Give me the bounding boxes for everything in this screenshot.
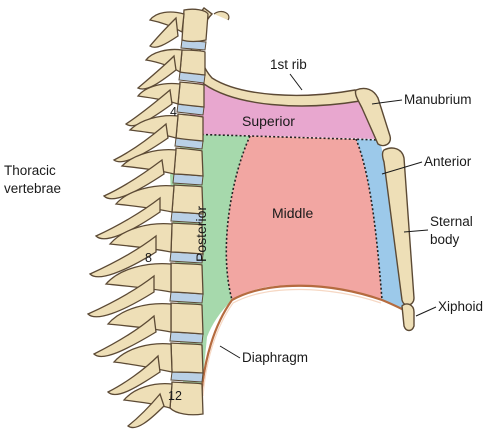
sternal-body-label-line2: body xyxy=(430,232,460,247)
diaphragm-outline xyxy=(199,284,409,399)
vertebra-4-number: 4 xyxy=(170,105,177,119)
manubrium-label: Manubrium xyxy=(404,92,472,107)
manubrium xyxy=(354,87,392,147)
leader-lines xyxy=(219,73,437,359)
diaphragm-label: Diaphragm xyxy=(242,350,308,365)
thoracic-vertebrae-label-line1: Thoracic xyxy=(4,163,56,178)
intervertebral-discs xyxy=(169,39,207,383)
anterior-region xyxy=(356,139,409,312)
thoracic-vertebrae-label-line2: vertebrae xyxy=(4,181,61,196)
first-rib-label: 1st rib xyxy=(270,57,307,72)
xiphoid-label: Xiphoid xyxy=(438,299,483,314)
spinous-processes xyxy=(86,11,185,429)
region-boundaries xyxy=(184,133,383,301)
xiphoid-process xyxy=(401,303,415,332)
sternal-body-label-line1: Sternal xyxy=(430,214,473,229)
anterior-label: Anterior xyxy=(424,154,472,169)
vertebra-12-number: 12 xyxy=(168,389,182,403)
vertebral-bodies xyxy=(169,8,209,416)
middle-region xyxy=(226,136,382,300)
vertebra-8-number: 8 xyxy=(145,251,152,265)
superior-label: Superior xyxy=(242,113,295,129)
vertebral-column xyxy=(86,8,209,429)
middle-label: Middle xyxy=(272,205,313,221)
posterior-label: Posterior xyxy=(193,206,209,262)
